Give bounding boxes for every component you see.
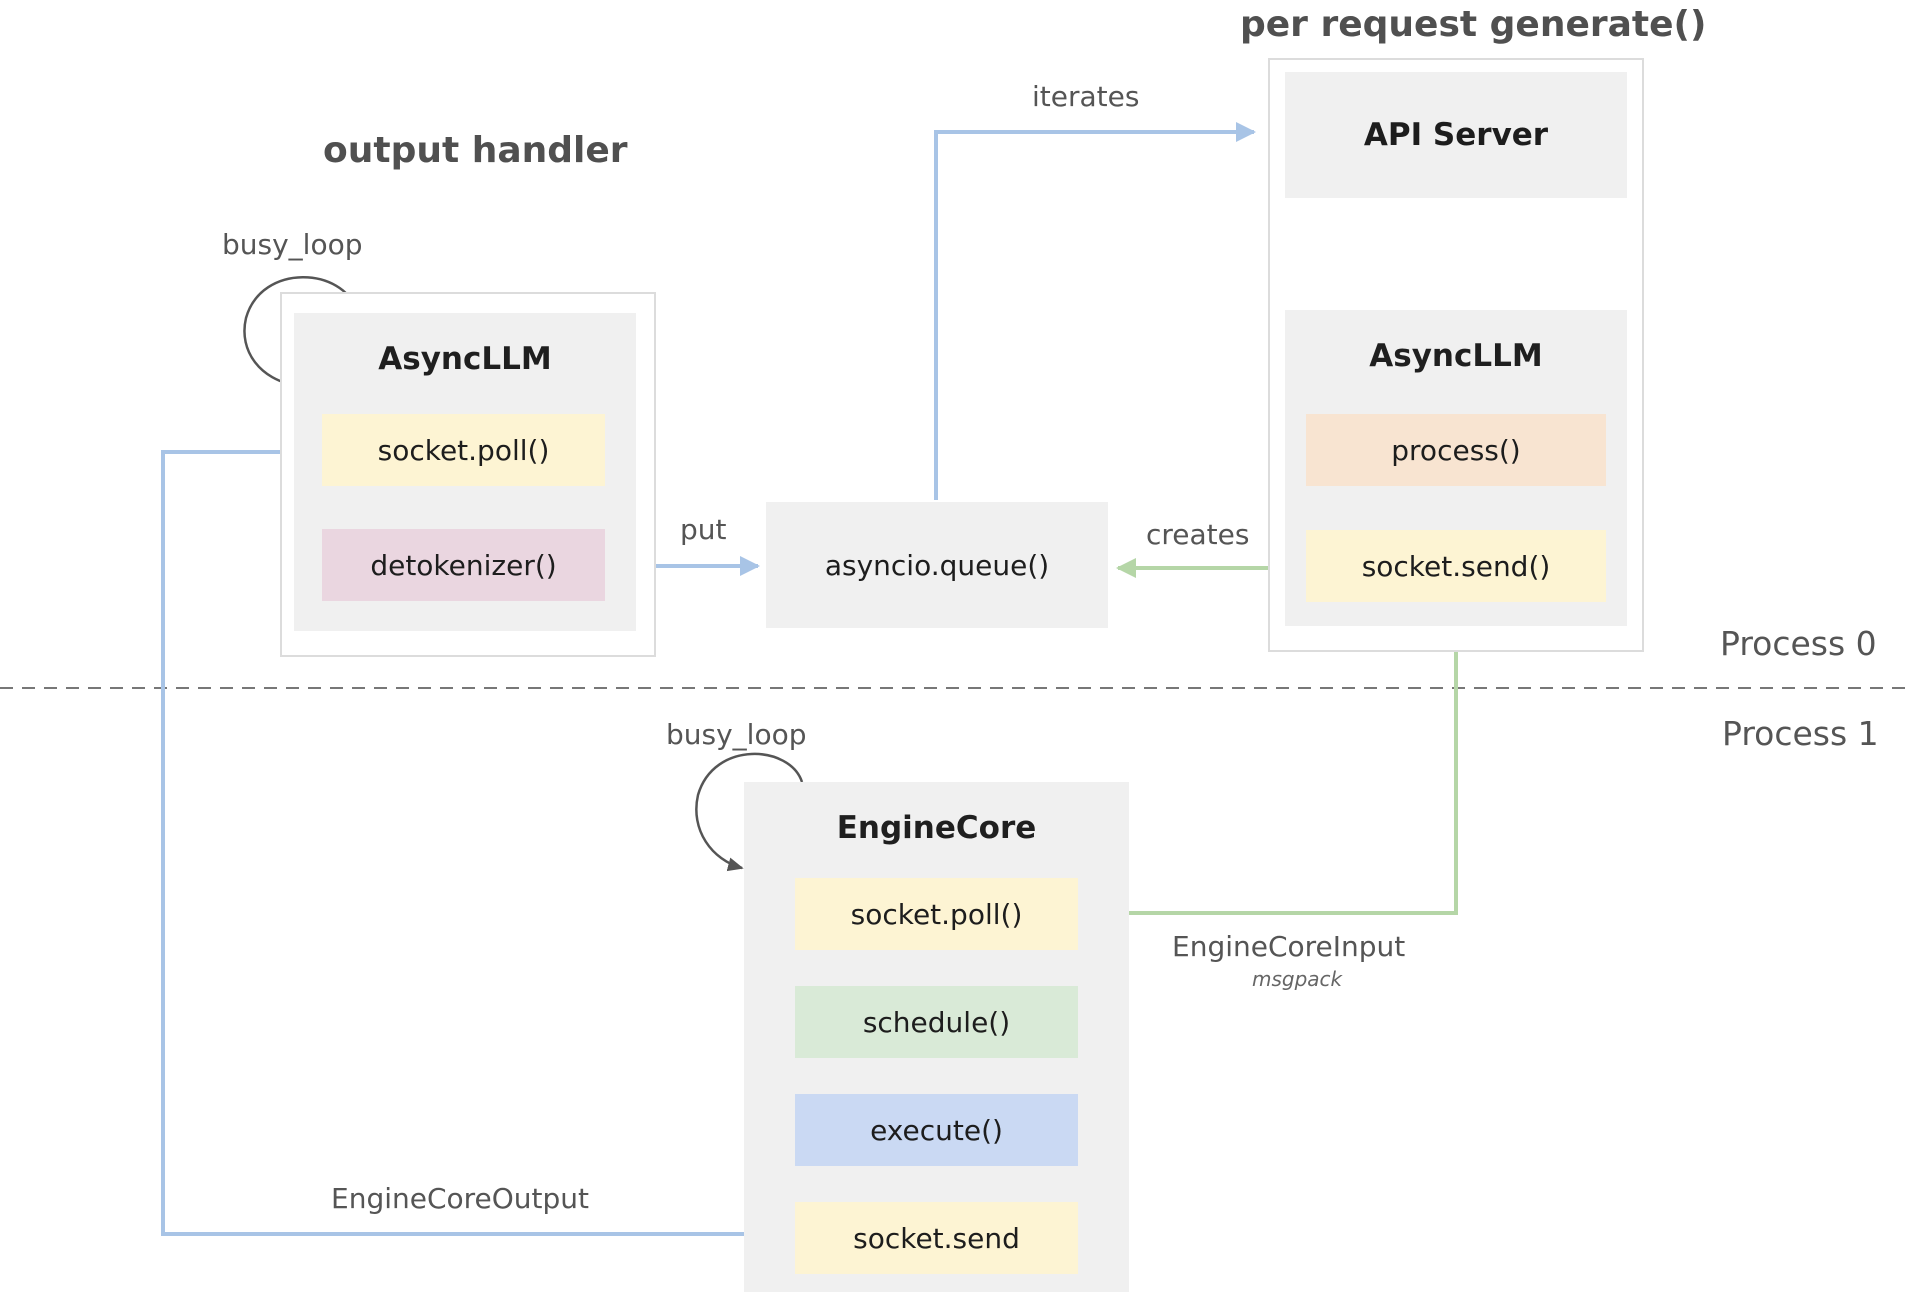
engine-core-output-label: EngineCoreOutput <box>331 1182 590 1215</box>
output-handler-socket-poll: socket.poll() <box>322 414 605 486</box>
detokenizer-block: detokenizer() <box>322 529 605 601</box>
creates-label: creates <box>1146 518 1250 551</box>
engine-core-output-arrow <box>161 442 795 1236</box>
output-handler-loop-label: busy_loop <box>222 228 363 261</box>
schedule-block: schedule() <box>795 986 1078 1058</box>
engine-core-loop-arrow <box>695 752 804 872</box>
iterates-label: iterates <box>1032 80 1140 113</box>
engine-core-input-label: EngineCoreInput <box>1172 930 1406 963</box>
process-0-label: Process 0 <box>1720 624 1877 663</box>
output-handler-asyncllm-title: AsyncLLM <box>378 341 552 377</box>
iterates-arrow <box>934 122 1256 500</box>
output-handler-asyncllm: AsyncLLM socket.poll() detokenizer() <box>294 313 636 631</box>
output-handler-heading: output handler <box>323 130 628 171</box>
request-asyncllm: AsyncLLM process() socket.send() <box>1285 310 1627 626</box>
engine-core-box: EngineCore socket.poll() schedule() exec… <box>744 782 1129 1292</box>
process-1-label: Process 1 <box>1722 714 1879 753</box>
per-request-heading: per request generate() <box>1240 4 1707 45</box>
request-socket-send: socket.send() <box>1306 530 1606 602</box>
execute-block: execute() <box>795 1094 1078 1166</box>
engine-core-input-arrow <box>1083 604 1458 923</box>
engine-core-socket-poll: socket.poll() <box>795 878 1078 950</box>
process-block: process() <box>1306 414 1606 486</box>
engine-core-title: EngineCore <box>836 810 1037 846</box>
engine-core-loop-label: busy_loop <box>666 718 807 751</box>
put-label: put <box>680 513 727 546</box>
engine-core-socket-send: socket.send <box>795 1202 1078 1274</box>
request-asyncllm-title: AsyncLLM <box>1369 338 1543 374</box>
api-server-box: API Server <box>1285 72 1627 198</box>
msgpack-label: msgpack <box>1252 967 1343 991</box>
asyncio-queue-box: asyncio.queue() <box>766 502 1108 628</box>
output-handler-loop-arrow <box>243 276 358 390</box>
